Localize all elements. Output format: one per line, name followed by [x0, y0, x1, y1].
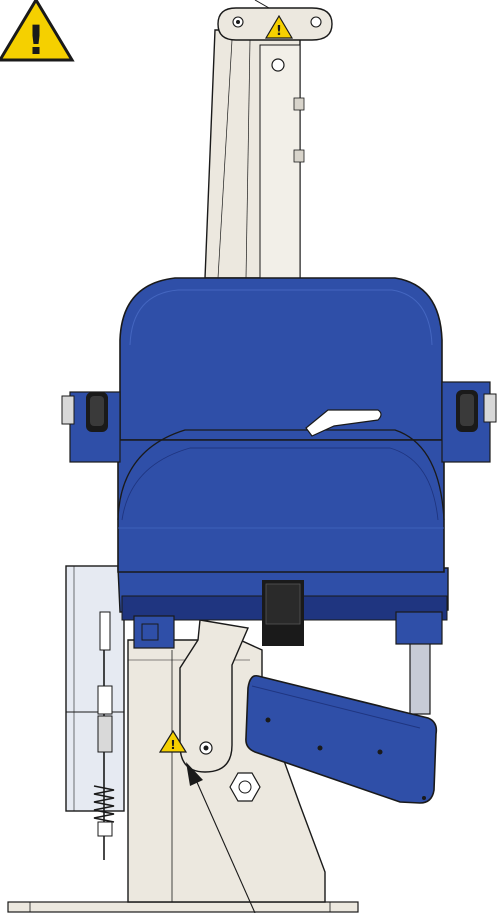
upper-mast: [204, 0, 305, 279]
warning-triangle-icon: !: [158, 729, 188, 753]
hex-nut: [229, 772, 261, 802]
warning-glyph: !: [276, 24, 282, 39]
seat-shell: [117, 277, 445, 573]
lower-frame: [127, 639, 326, 903]
warning-glyph: !: [27, 18, 45, 64]
warning-triangle-icon: !: [264, 14, 294, 39]
warning-triangle-icon: !: [0, 0, 75, 64]
left-armrest-knob: [61, 391, 121, 463]
leader-arrow: [186, 762, 256, 913]
seat-base: [117, 567, 449, 649]
actuator-rod: [93, 611, 115, 860]
footrest: [245, 674, 438, 804]
right-armrest-knob: [441, 381, 497, 463]
base-plate: [7, 901, 359, 913]
warning-glyph: !: [170, 738, 175, 752]
left-side-panel: [65, 565, 125, 812]
